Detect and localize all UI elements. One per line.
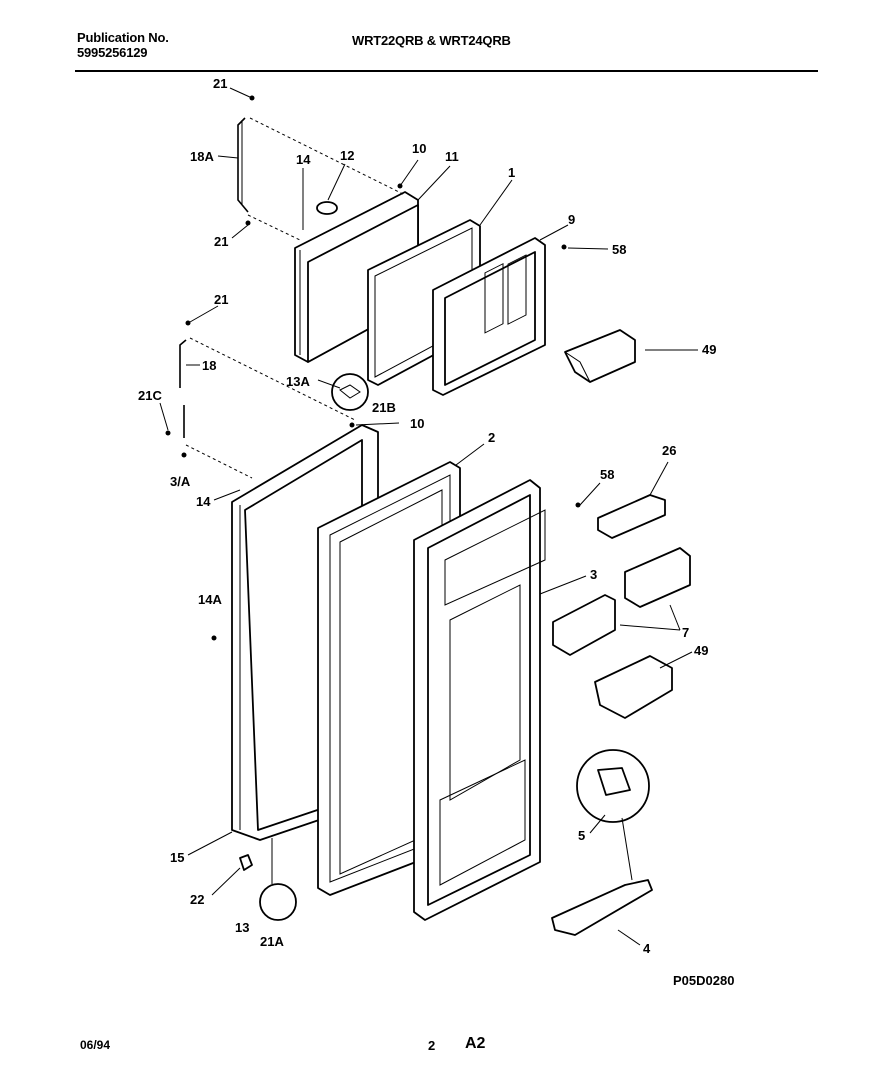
- publication-number: 5995256129: [77, 45, 148, 60]
- callout-15: 15: [170, 850, 184, 865]
- callout-26: 26: [662, 443, 676, 458]
- shelf-upper-right: [597, 494, 666, 539]
- footer-section: A2: [465, 1035, 486, 1052]
- callout-14A: 14A: [198, 592, 222, 607]
- callout-14-upper: 14: [296, 152, 311, 167]
- callout-3A: 3/A: [170, 474, 191, 489]
- drawing-code: P05D0280: [673, 973, 735, 988]
- callout-21-top: 21: [213, 76, 227, 91]
- bin-lower: [594, 655, 673, 719]
- detail-circle-upper: [331, 373, 369, 411]
- footer-date: 06/94: [80, 1038, 111, 1052]
- header-rule: [75, 70, 818, 72]
- callout-10-upper: 10: [412, 141, 426, 156]
- callout-22: 22: [190, 892, 204, 907]
- callout-21-lower: 21: [214, 292, 228, 307]
- footer-page: 2: [428, 1038, 436, 1053]
- callout-10-lower: 10: [410, 416, 424, 431]
- detail-circle-lower: [259, 883, 297, 921]
- callout-18A: 18A: [190, 149, 214, 164]
- freezer-door-outer: [294, 191, 419, 363]
- callout-2: 2: [488, 430, 495, 445]
- callout-12: 12: [340, 148, 354, 163]
- callout-58-lower: 58: [600, 467, 614, 482]
- fresh-food-door-liner: [413, 479, 546, 921]
- trim-bar: [551, 879, 653, 936]
- callout-14-lower: 14: [196, 494, 211, 509]
- publication-label: Publication No.: [77, 30, 169, 45]
- callout-7: 7: [682, 625, 689, 640]
- freezer-hinge: [237, 117, 249, 213]
- freezer-door-bin: [564, 329, 636, 383]
- callout-18: 18: [202, 358, 216, 373]
- callout-21C: 21C: [138, 388, 162, 403]
- callout-49-upper: 49: [702, 342, 716, 357]
- callout-1: 1: [508, 165, 515, 180]
- callout-4: 4: [643, 941, 651, 956]
- freezer-door-liner: [432, 237, 546, 396]
- callout-58-upper: 58: [612, 242, 626, 257]
- callout-21B: 21B: [372, 400, 396, 415]
- callout-13: 13: [235, 920, 249, 935]
- callout-11: 11: [445, 149, 459, 164]
- shelf-middle-left: [552, 594, 616, 656]
- callout-9: 9: [568, 212, 575, 227]
- callout-3: 3: [590, 567, 597, 582]
- callout-21A: 21A: [260, 934, 284, 949]
- callout-21-mid: 21: [214, 234, 228, 249]
- callout-5: 5: [578, 828, 585, 843]
- callout-13A: 13A: [286, 374, 310, 389]
- callout-49-lower: 49: [694, 643, 708, 658]
- model-numbers: WRT22QRB & WRT24QRB: [352, 33, 511, 48]
- shelf-middle-right: [624, 547, 691, 608]
